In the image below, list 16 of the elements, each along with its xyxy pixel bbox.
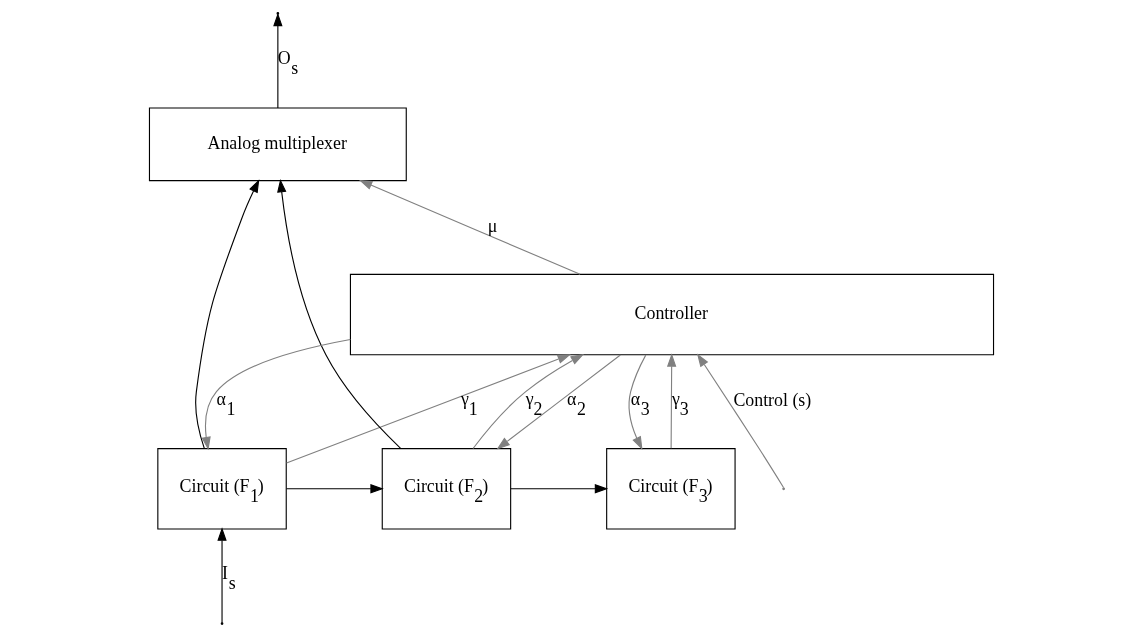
arrow <box>194 179 259 449</box>
node-box: Analog multiplexer <box>148 107 407 182</box>
edge-label: μ <box>487 215 497 236</box>
arrow <box>472 354 584 450</box>
arrow <box>285 484 384 494</box>
arrow <box>696 353 784 489</box>
arrow <box>666 353 676 449</box>
arrow <box>201 338 351 451</box>
arrow <box>509 484 608 494</box>
arrow <box>285 354 571 464</box>
edge-label: Control (s) <box>732 389 811 410</box>
node-box: Controller <box>349 273 994 356</box>
arrow <box>496 354 621 450</box>
arrow <box>276 178 401 449</box>
arrow <box>628 354 646 450</box>
arrow <box>358 180 581 275</box>
